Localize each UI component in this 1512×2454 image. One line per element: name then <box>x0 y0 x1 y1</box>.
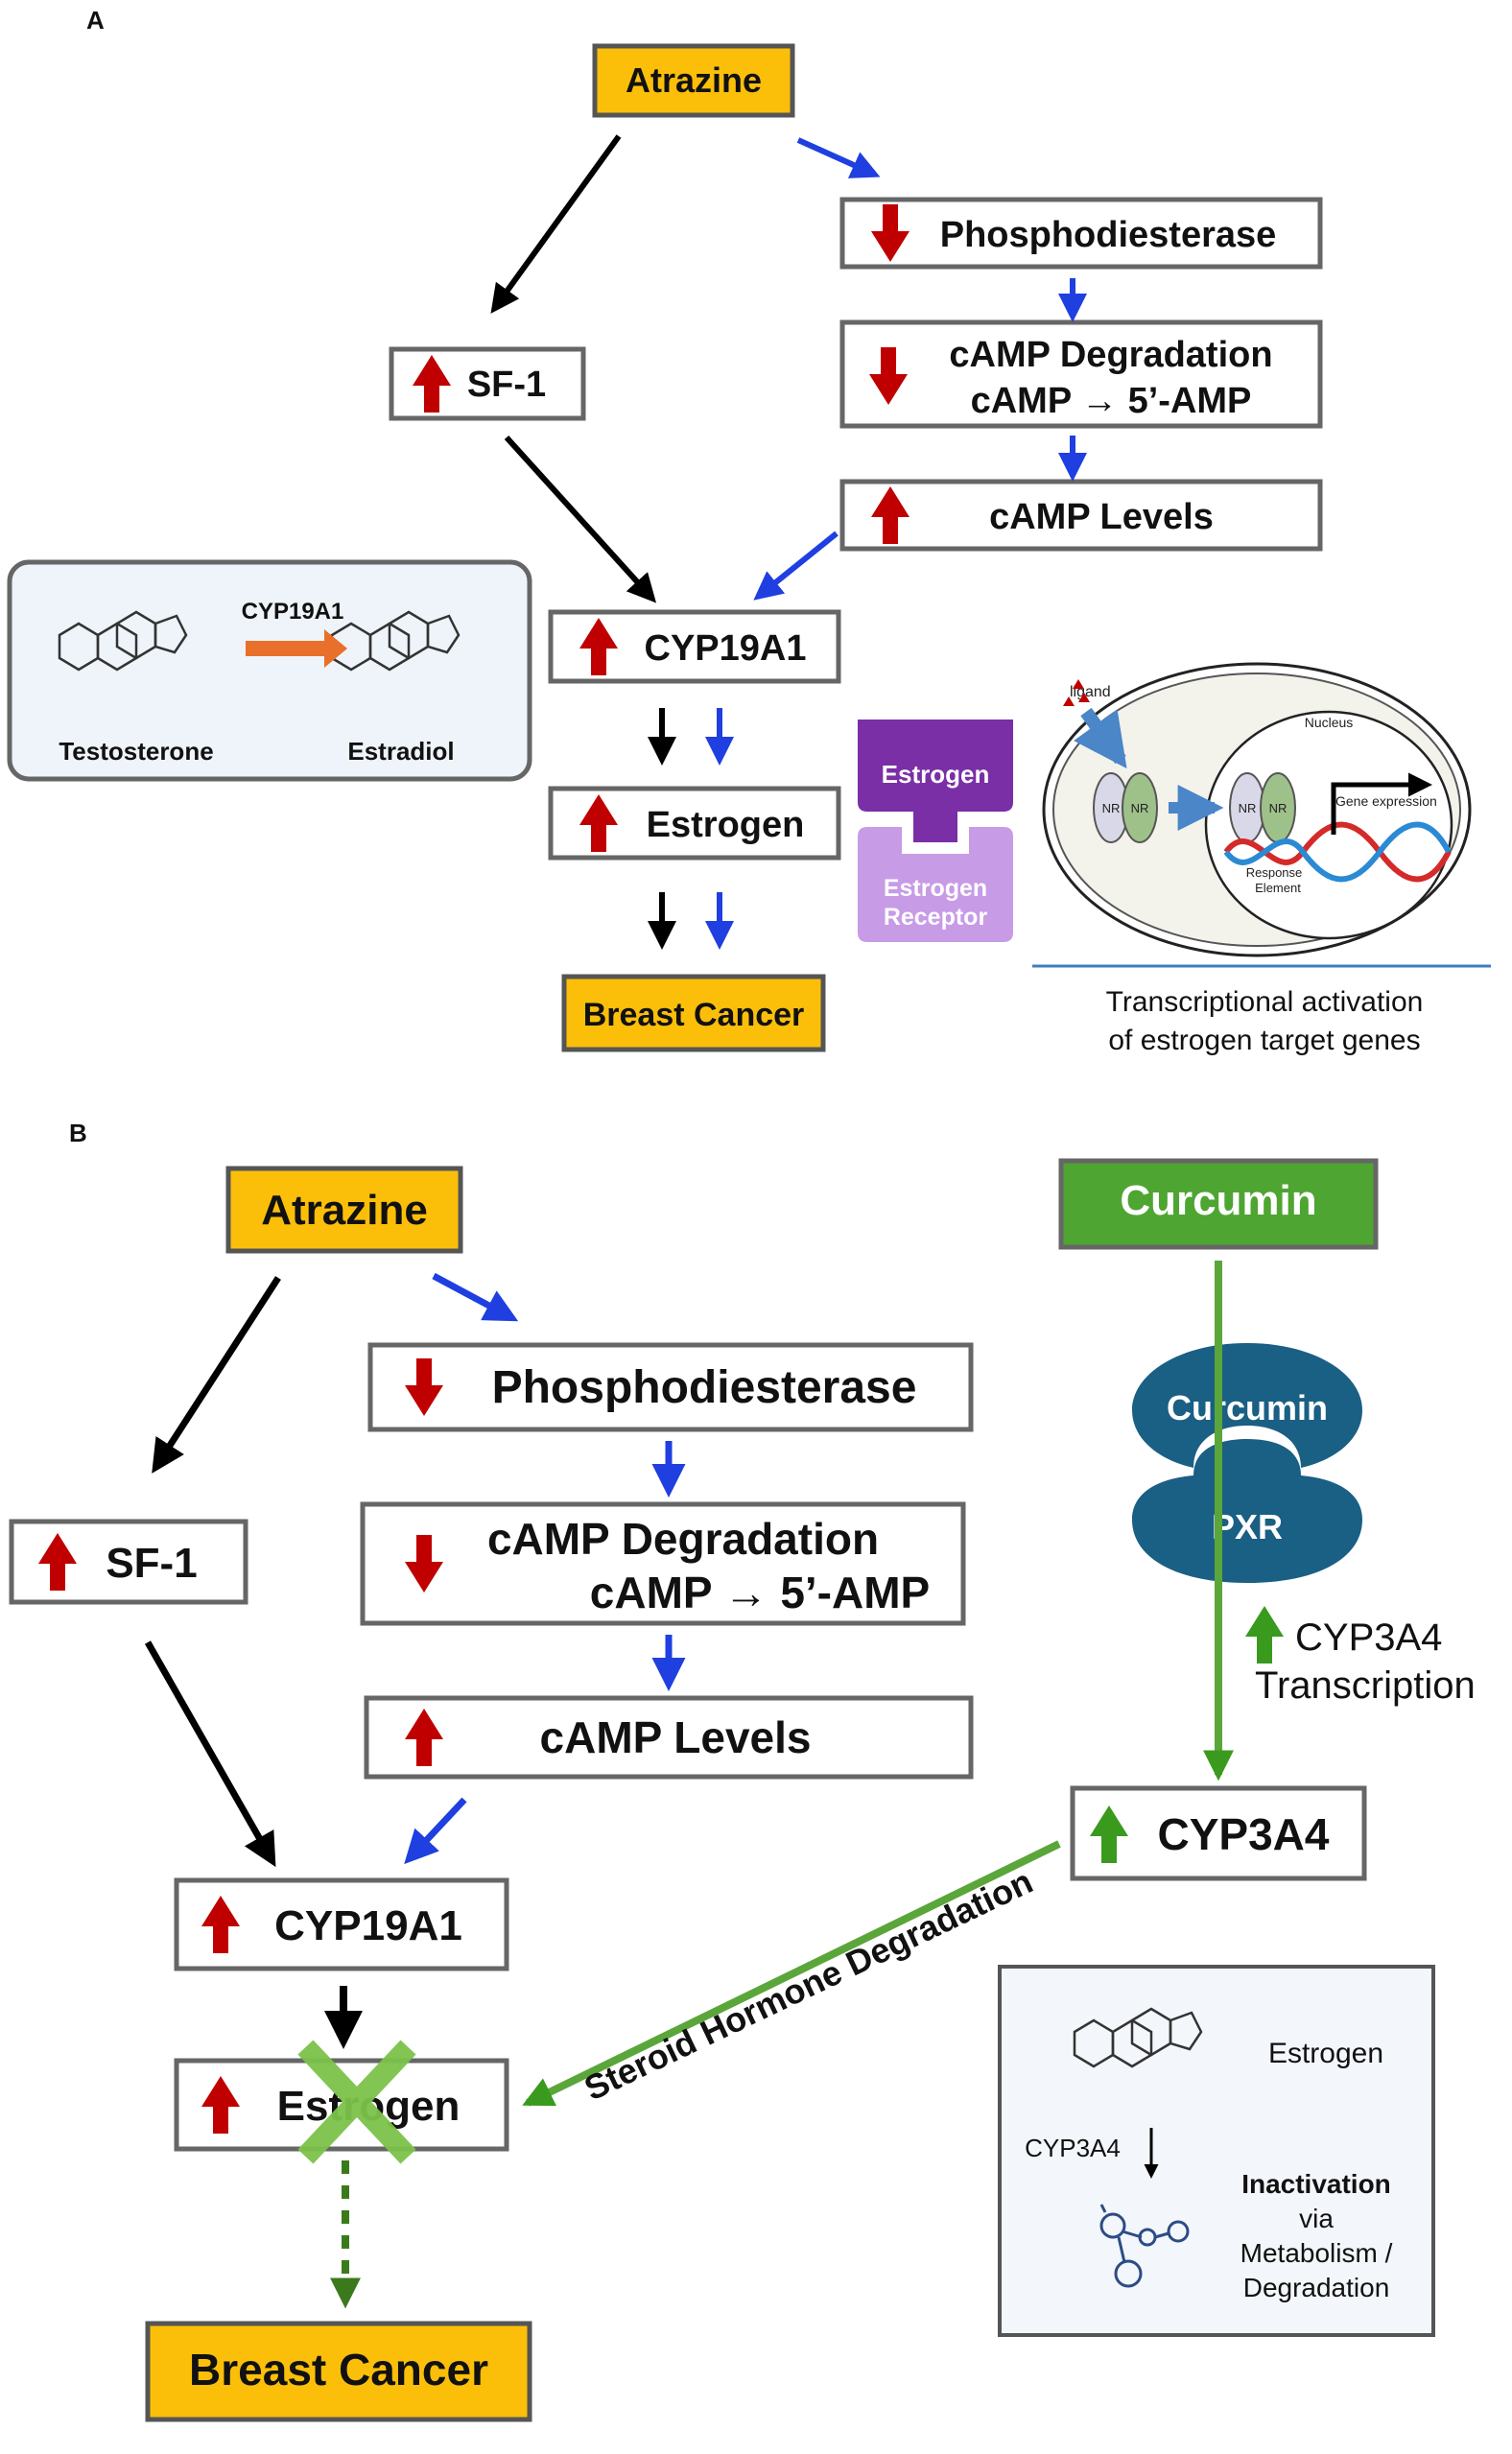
nr-label: NR <box>1269 801 1288 815</box>
a-cyp19a1-label: CYP19A1 <box>645 628 807 669</box>
b-inset-estrogen-label: Estrogen <box>1268 2038 1383 2069</box>
molecule-icon <box>1099 2204 1190 2288</box>
nucleus-caption-2: of estrogen target genes <box>1108 1025 1420 1056</box>
a-inset-substrate-label: Testosterone <box>59 737 213 766</box>
b-inactivation-inset: Estrogen CYP3A4 Inactivation via Metabol… <box>998 1965 1435 2337</box>
b-cyp3a4-label: CYP3A4 <box>1158 1809 1330 1859</box>
a-arrow-sf1-cyp19a1 <box>504 435 657 603</box>
panel-b: B Atrazine Curcumin Phosphodiesterase cA… <box>9 1119 1476 2422</box>
up-arrow-icon <box>1245 1606 1284 1664</box>
b-arrow-cyp3a4-estrogen <box>522 1840 1061 2107</box>
a-estrogen-box: Estrogen <box>548 786 841 861</box>
nr-dimer-cytoplasm: NR NR <box>1093 772 1158 843</box>
orange-arrow-icon <box>246 629 347 668</box>
b-sf1-label: SF-1 <box>106 1540 197 1587</box>
nr-label: NR <box>1239 801 1257 815</box>
b-cyp3a4-box: CYP3A4 <box>1070 1785 1367 1881</box>
a-estrogen-label: Estrogen <box>647 805 805 845</box>
b-pxr-complex: Curcumin PXR <box>1132 1343 1362 1583</box>
nr-label: NR <box>1102 801 1121 815</box>
pxr-label: PXR <box>1212 1507 1283 1546</box>
b-atrazine-box: Atrazine <box>225 1166 463 1254</box>
cross-icon <box>297 2040 416 2164</box>
a-camp-degradation-box: cAMP Degradation cAMP → 5’-AMP <box>839 319 1323 429</box>
b-arrows <box>144 1261 1234 2309</box>
a-camp-levels-box: cAMP Levels <box>839 479 1323 552</box>
b-inset-enzyme-label: CYP3A4 <box>1025 2134 1121 2162</box>
a-arrow-levels-cyp19a1 <box>753 531 839 601</box>
b-estrogen-box: Estrogen <box>174 2040 509 2164</box>
a-phosphodiesterase-box: Phosphodiesterase <box>839 197 1323 270</box>
ligand-icon <box>1063 679 1090 706</box>
a-phosphodiesterase-label: Phosphodiesterase <box>940 215 1277 255</box>
a-sf1-label: SF-1 <box>467 365 546 405</box>
a-cyp19a1-box: CYP19A1 <box>548 609 841 684</box>
b-camp-conversion-label: cAMP → 5’-AMP <box>590 1568 930 1617</box>
b-cyp19a1-label: CYP19A1 <box>274 1902 462 1949</box>
a-arrow-atrazine-sf1 <box>490 134 622 314</box>
estrogen-receptor-label-2: Receptor <box>884 904 988 931</box>
nr-dimer-nucleus: NR NR <box>1229 772 1296 843</box>
panel-b-label: B <box>69 1119 87 1147</box>
dna-helix-icon <box>1223 821 1452 883</box>
panel-a-label: A <box>86 6 105 35</box>
b-inset-line3: Metabolism / <box>1240 2238 1393 2268</box>
a-inset-enzyme-label: CYP19A1 <box>242 599 344 625</box>
a-breast-cancer-box: Breast Cancer <box>561 974 826 1052</box>
b-arrow-atrazine-pde <box>432 1272 519 1322</box>
b-arrow-levels-cyp19a1 <box>404 1797 467 1865</box>
b-inset-line4: Degradation <box>1243 2273 1390 2302</box>
nucleus-label: Nucleus <box>1305 715 1354 730</box>
a-breast-cancer-label: Breast Cancer <box>583 997 805 1033</box>
a-estrogen-receptor: Estrogen Estrogen Receptor <box>858 720 1013 942</box>
a-inset-product-label: Estradiol <box>347 737 454 766</box>
b-atrazine-label: Atrazine <box>261 1187 428 1234</box>
b-cyp19a1-box: CYP19A1 <box>174 1877 509 1971</box>
b-phosphodiesterase-label: Phosphodiesterase <box>492 1362 917 1413</box>
b-curcumin-label: Curcumin <box>1120 1177 1316 1224</box>
b-inset-line2: via <box>1299 2204 1334 2233</box>
a-arrows <box>490 134 1087 950</box>
b-phosphodiesterase-box: Phosphodiesterase <box>367 1342 974 1432</box>
a-aromatase-inset: CYP19A1 Testosterone Estradiol <box>7 559 532 782</box>
b-arrow-sf1-cyp19a1 <box>144 1640 276 1868</box>
response-element-label-2: Element <box>1255 881 1301 895</box>
a-arrow-atrazine-pde <box>796 137 881 178</box>
b-breast-cancer-box: Breast Cancer <box>145 2321 532 2422</box>
a-atrazine-box: Atrazine <box>592 43 795 118</box>
a-atrazine-label: Atrazine <box>626 60 762 100</box>
b-transcription-line1: CYP3A4 <box>1295 1616 1442 1659</box>
b-inset-line1: Inactivation <box>1241 2169 1391 2199</box>
b-degradation-label: Steroid Hormone Degradation <box>579 1861 1039 2108</box>
b-camp-levels-box: cAMP Levels <box>364 1695 974 1780</box>
a-nucleus-schematic: ligand Nucleus NR NR NR NR <box>1032 662 1491 1056</box>
a-sf1-box: SF-1 <box>389 346 586 421</box>
b-curcumin-box: Curcumin <box>1058 1158 1379 1250</box>
nr-label: NR <box>1131 801 1149 815</box>
pxr-curcumin-label: Curcumin <box>1167 1388 1328 1428</box>
response-element-label-1: Response <box>1246 865 1303 880</box>
b-camp-levels-label: cAMP Levels <box>540 1712 812 1762</box>
gene-expression-arrow <box>1331 772 1432 835</box>
b-arrow-atrazine-sf1 <box>152 1276 281 1474</box>
panel-a: A Atrazine Phosphodiesterase cAMP Degrad… <box>7 6 1491 1056</box>
b-transcription-label: CYP3A4 Transcription <box>1245 1606 1476 1707</box>
b-camp-degradation-box: cAMP Degradation cAMP → 5’-AMP <box>360 1501 966 1626</box>
a-camp-degradation-label: cAMP Degradation <box>949 335 1272 375</box>
ligand-entry-arrow <box>1074 707 1127 769</box>
b-sf1-box: SF-1 <box>9 1519 248 1605</box>
estrogen-ligand-label: Estrogen <box>882 760 990 789</box>
nucleus-caption-1: Transcriptional activation <box>1106 986 1424 1018</box>
gene-expression-label: Gene expression <box>1335 793 1437 809</box>
estrogen-receptor-label-1: Estrogen <box>884 875 987 902</box>
b-transcription-line2: Transcription <box>1255 1664 1476 1707</box>
b-camp-degradation-label: cAMP Degradation <box>487 1514 879 1564</box>
a-camp-conversion-label: cAMP → 5’-AMP <box>971 381 1252 421</box>
b-breast-cancer-label: Breast Cancer <box>189 2345 488 2395</box>
a-camp-levels-label: cAMP Levels <box>989 497 1214 537</box>
